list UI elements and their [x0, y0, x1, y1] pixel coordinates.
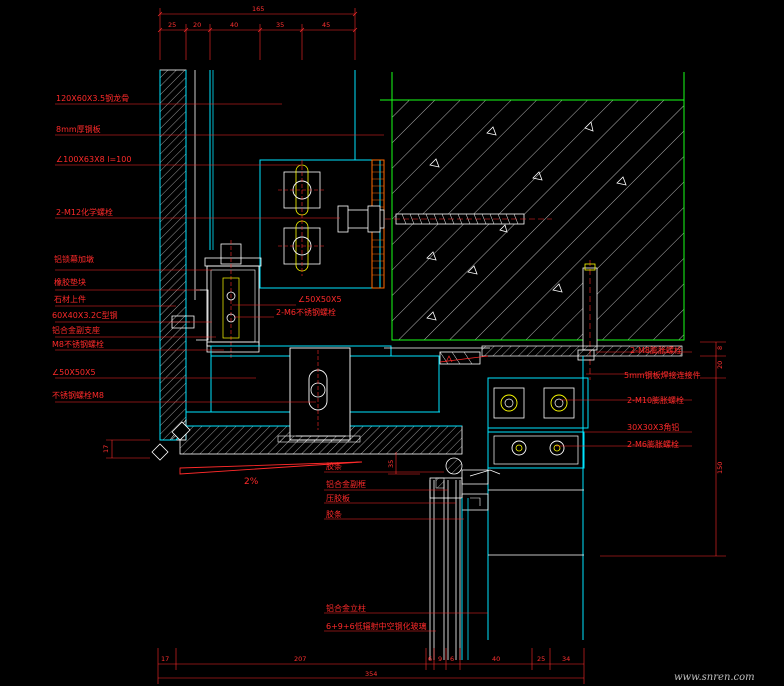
- label-angle-aluminum: 30X30X3角铝: [627, 422, 679, 432]
- connection-steel-plate: [481, 345, 683, 640]
- label-glass: 6+9+6低辐射中空钢化玻璃: [326, 621, 427, 631]
- label-aluminum-support: 铝合金副支座: [52, 325, 100, 335]
- embed-plate-assembly: [259, 159, 385, 289]
- annotation-labels: 120X60X3.5钢龙骨 8mm厚钢板 ∠100X63X8 l=100 2-M…: [52, 93, 701, 631]
- label-angle-100: ∠100X63X8 l=100: [56, 155, 131, 164]
- dim-top-5: 45: [322, 21, 330, 29]
- label-pressure-plate: 压胶板: [326, 493, 350, 503]
- curtain-wall-frame: [445, 431, 585, 556]
- label-m8-bolt: M8不锈钢螺栓: [52, 339, 104, 349]
- label-chemical-bolt: 2-M12化学螺栓: [56, 207, 113, 217]
- dim-right-2: 20: [716, 361, 724, 369]
- label-aluminum-subframe: 铝合金副框: [326, 479, 366, 489]
- label-steel-keel: 120X60X3.5钢龙骨: [56, 93, 129, 103]
- lower-angle-bracket: [210, 345, 490, 443]
- dim-top-total: 165: [252, 5, 264, 13]
- label-stone-fixing: 石材上件: [54, 294, 86, 304]
- label-5mm-plate: 5mm钢板焊接连接件: [624, 370, 701, 380]
- dim-right-1: 8: [716, 346, 724, 350]
- dim-top-1: 25: [168, 21, 176, 29]
- dim-left-1: 17: [102, 445, 110, 453]
- dim-bottom-4: 9: [438, 655, 442, 663]
- label-rubber-strip-2: 胶条: [326, 509, 342, 519]
- dim-top-3: 40: [230, 21, 238, 29]
- dim-bottom-1: 17: [161, 655, 169, 663]
- label-m6-ss-bolt: 2-M6不锈钢螺栓: [276, 307, 336, 317]
- label-c-steel: 60X40X3.2C型钢: [52, 310, 118, 320]
- label-ss-bolt-m8: 不锈钢螺栓M8: [52, 390, 104, 400]
- dim-right-3: 150: [716, 462, 724, 474]
- label-angle-50-left: ∠50X50X5: [52, 368, 96, 377]
- dimension-text: 165 25 20 40 35 45 17 207 6 9 6 40 25 34…: [102, 5, 724, 678]
- label-aluminum-mullion: 铝合金立柱: [326, 603, 366, 613]
- dim-bottom-2: 207: [294, 655, 306, 663]
- label-m10-expansion-bolt: 2-M10膨胀螺栓: [627, 395, 684, 405]
- label-m8-expansion-bolt: 2-M8膨胀螺栓: [630, 345, 682, 355]
- leader-lines: [55, 103, 692, 632]
- insulated-glass: [429, 477, 469, 660]
- label-m6-expansion-bolt: 2-M6膨胀螺栓: [627, 439, 679, 449]
- drainage-slope: [179, 355, 489, 475]
- dim-bottom-total: 354: [365, 670, 377, 678]
- dim-bottom-7: 25: [537, 655, 545, 663]
- label-steel-plate: 8mm厚钢板: [56, 124, 101, 134]
- label-rubber-strip: 胶条: [326, 461, 342, 471]
- dim-bottom-6: 40: [492, 655, 500, 663]
- dim-misc-1: 35: [387, 460, 395, 468]
- dim-bottom-5: 6: [450, 655, 454, 663]
- dimension-lines: [106, 8, 726, 684]
- dim-top-2: 20: [193, 21, 201, 29]
- label-slope: 2%: [244, 477, 259, 487]
- dim-bottom-8: 34: [562, 655, 570, 663]
- watermark: www.snren.com: [674, 672, 755, 683]
- label-aluminum-pendant: 铝锁幕加墩: [54, 254, 94, 264]
- label-rubber-pad: 橡胶垫块: [54, 277, 86, 287]
- concrete-slab: [340, 72, 685, 380]
- dim-top-4: 35: [276, 21, 284, 29]
- label-angle-50-top: ∠50X50X5: [298, 295, 342, 304]
- dim-bottom-3: 6: [428, 655, 432, 663]
